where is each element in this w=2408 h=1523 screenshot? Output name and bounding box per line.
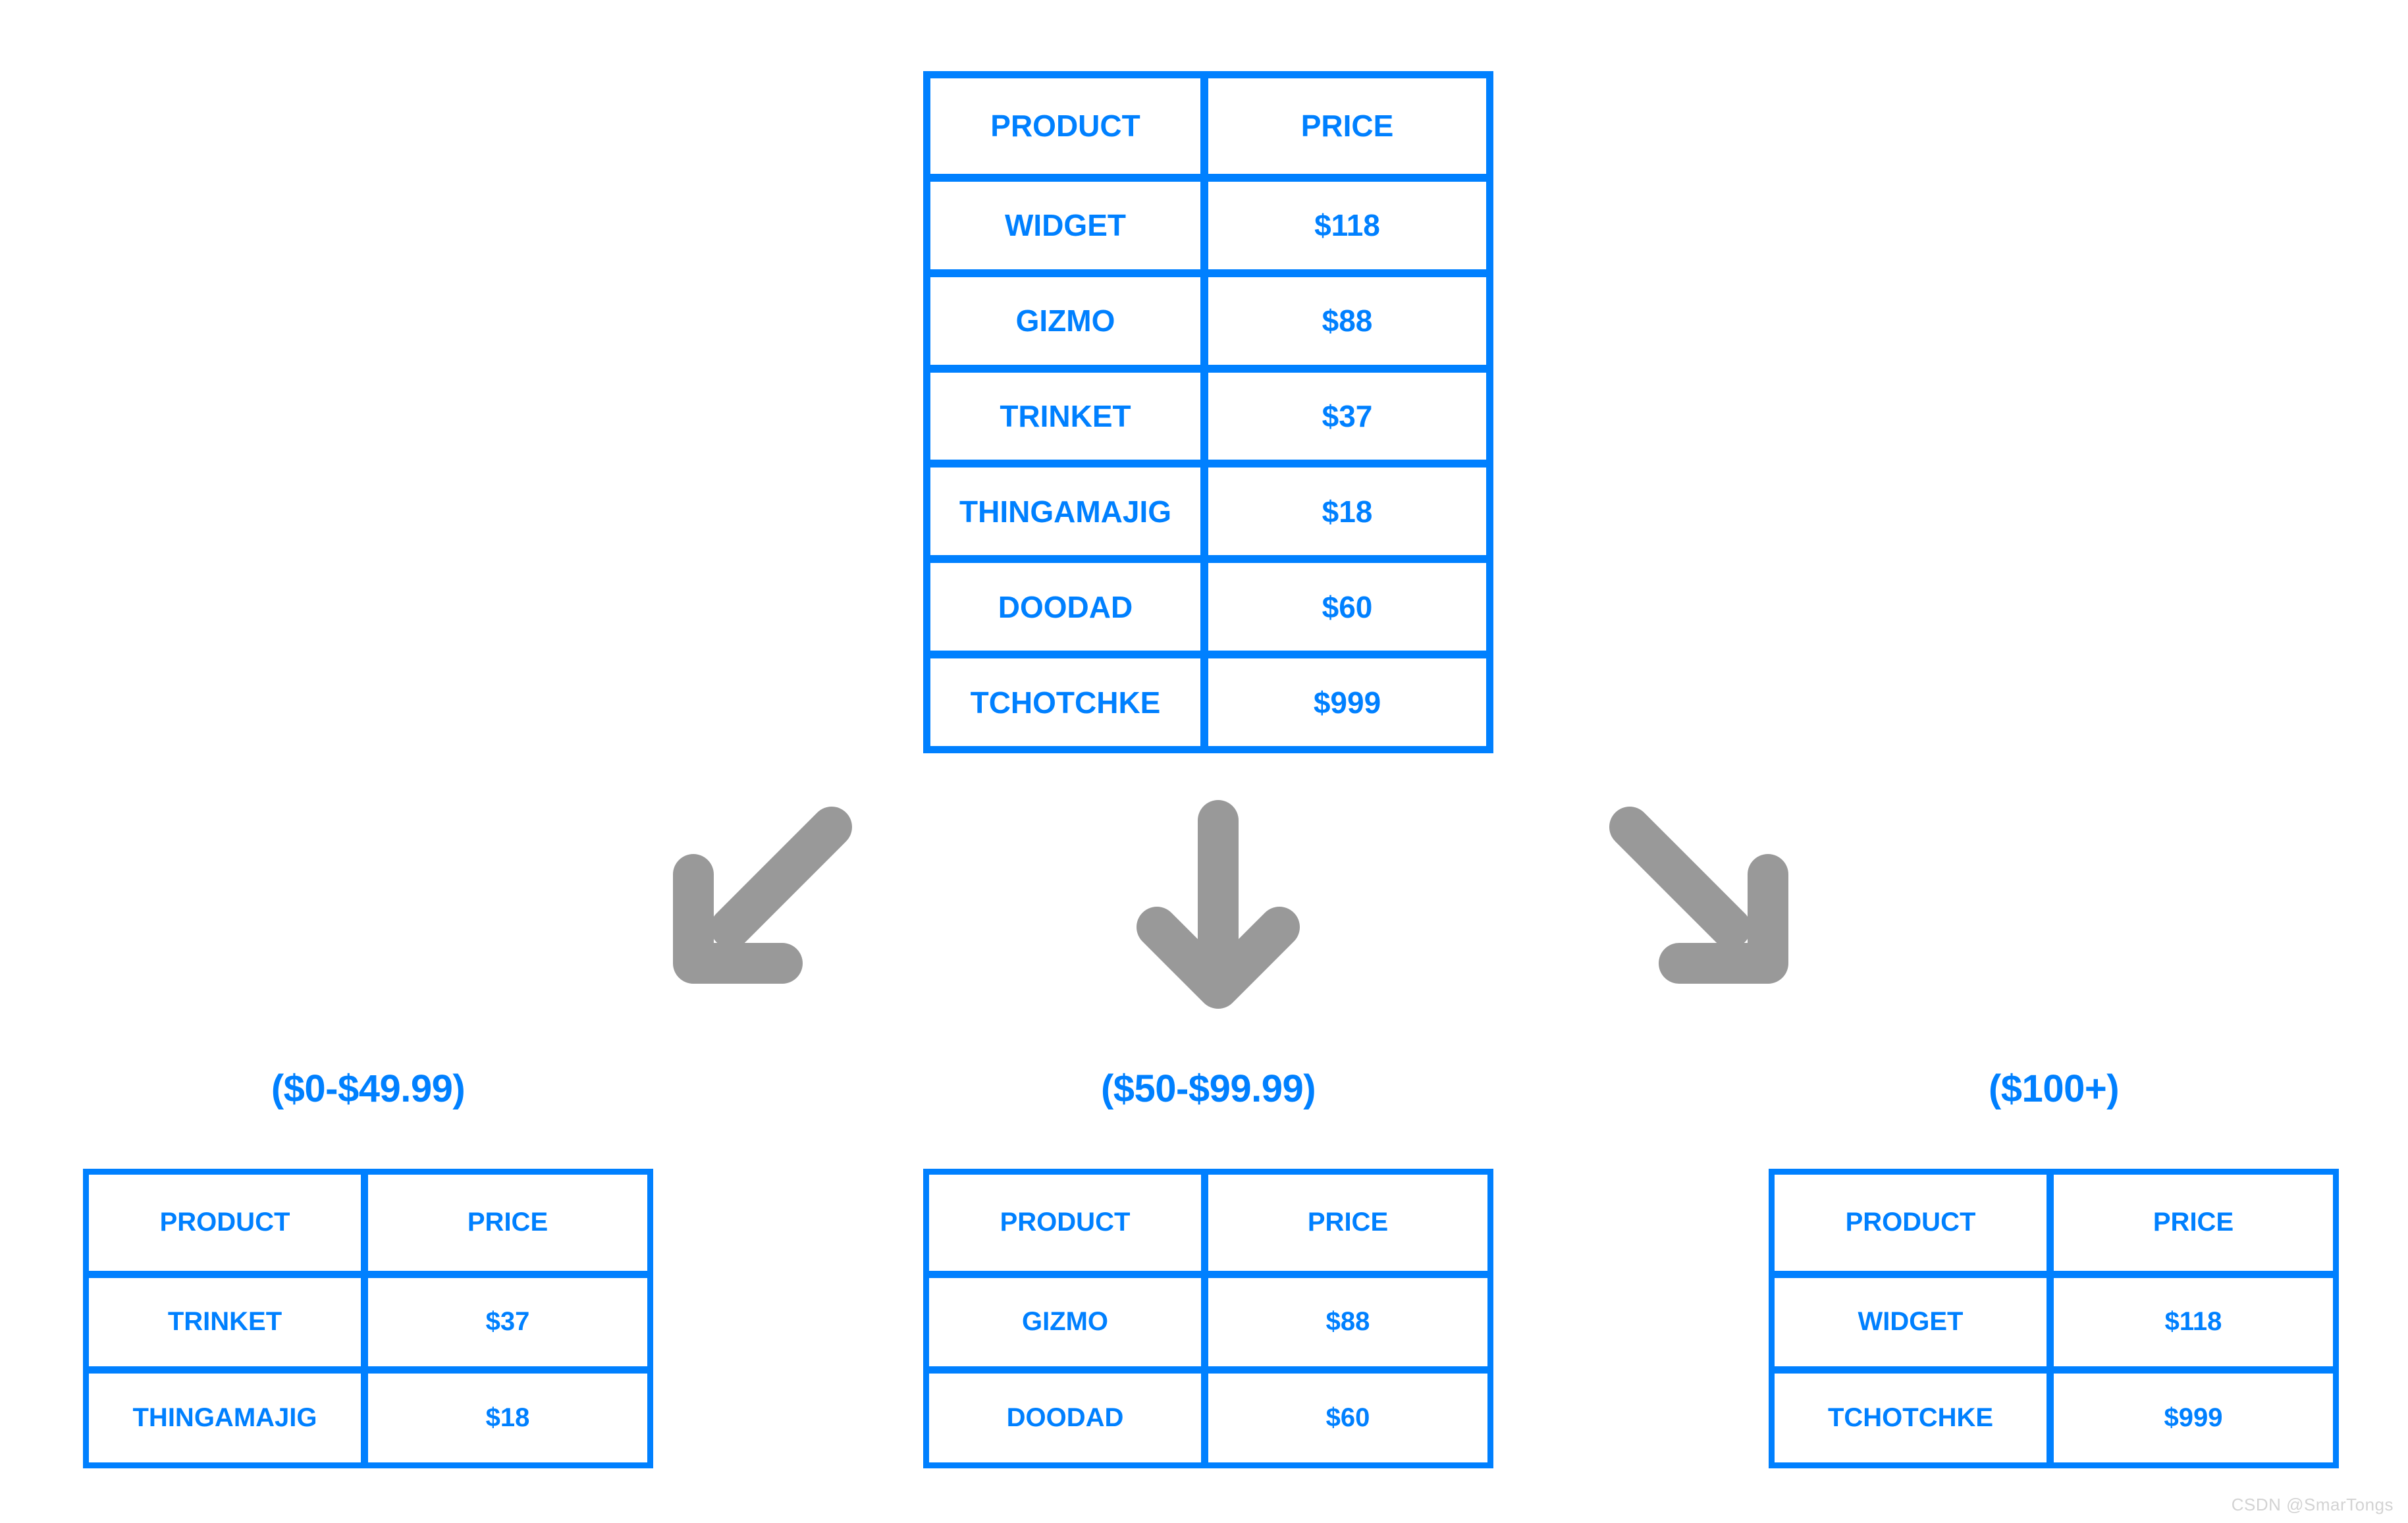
cell-price: $37 bbox=[368, 1270, 647, 1367]
bucket-table-0: PRODUCT PRICE TRINKET $37 THINGAMAJIG $1… bbox=[83, 1169, 653, 1468]
table-row: WIDGET $118 bbox=[930, 173, 1486, 269]
table-header-row: PRODUCT PRICE bbox=[89, 1175, 647, 1271]
cell-price: $999 bbox=[1208, 651, 1486, 746]
cell-price: $18 bbox=[368, 1366, 647, 1462]
cell-price: $88 bbox=[1208, 269, 1486, 365]
cell-product: TRINKET bbox=[89, 1270, 368, 1367]
table-row: DOODAD $60 bbox=[930, 555, 1486, 651]
cell-price: $118 bbox=[2054, 1270, 2333, 1367]
cell-price: $999 bbox=[2054, 1366, 2333, 1462]
table-header-row: PRODUCT PRICE bbox=[1775, 1175, 2333, 1271]
bucket-table-2: PRODUCT PRICE WIDGET $118 TCHOTCHKE $999 bbox=[1769, 1169, 2339, 1468]
cell-product: THINGAMAJIG bbox=[930, 460, 1208, 556]
bucket-label-1: ($50-$99.99) bbox=[1100, 1067, 1316, 1110]
cell-price: $60 bbox=[1208, 1366, 1487, 1462]
column-header-product: PRODUCT bbox=[1775, 1175, 2054, 1271]
bucket-table-1: PRODUCT PRICE GIZMO $88 DOODAD $60 bbox=[923, 1169, 1493, 1468]
column-header-price: PRICE bbox=[368, 1175, 647, 1271]
table-row: THINGAMAJIG $18 bbox=[930, 460, 1486, 556]
column-header-product: PRODUCT bbox=[930, 78, 1208, 174]
bucket-label-2: ($100+) bbox=[1988, 1067, 2120, 1110]
cell-product: TRINKET bbox=[930, 364, 1208, 460]
cell-price: $88 bbox=[1208, 1270, 1487, 1367]
table-row: GIZMO $88 bbox=[930, 269, 1486, 365]
cell-price: $118 bbox=[1208, 173, 1486, 269]
table-row: TRINKET $37 bbox=[89, 1270, 647, 1367]
cell-product: TCHOTCHKE bbox=[930, 651, 1208, 746]
cell-product: THINGAMAJIG bbox=[89, 1366, 368, 1462]
watermark: CSDN @SmarTongs bbox=[2231, 1495, 2394, 1514]
cell-price: $60 bbox=[1208, 555, 1486, 651]
table-row: TRINKET $37 bbox=[930, 364, 1486, 460]
table-row: GIZMO $88 bbox=[929, 1270, 1487, 1367]
column-header-price: PRICE bbox=[1208, 1175, 1487, 1271]
table-row: WIDGET $118 bbox=[1775, 1270, 2333, 1367]
cell-product: WIDGET bbox=[930, 173, 1208, 269]
arrow-down-right-icon bbox=[1609, 807, 1788, 984]
bucket-label-0: ($0-$49.99) bbox=[271, 1067, 466, 1110]
cell-product: GIZMO bbox=[930, 269, 1208, 365]
column-header-product: PRODUCT bbox=[929, 1175, 1208, 1271]
cell-price: $37 bbox=[1208, 364, 1486, 460]
cell-product: DOODAD bbox=[929, 1366, 1208, 1462]
main-product-table: PRODUCT PRICE WIDGET $118 GIZMO $88 TRIN… bbox=[923, 71, 1493, 753]
table-row: DOODAD $60 bbox=[929, 1366, 1487, 1462]
column-header-price: PRICE bbox=[1208, 78, 1486, 174]
cell-product: GIZMO bbox=[929, 1270, 1208, 1367]
table-header-row: PRODUCT PRICE bbox=[930, 78, 1486, 174]
cell-product: WIDGET bbox=[1775, 1270, 2054, 1367]
column-header-product: PRODUCT bbox=[89, 1175, 368, 1271]
cell-product: TCHOTCHKE bbox=[1775, 1366, 2054, 1462]
table-header-row: PRODUCT PRICE bbox=[929, 1175, 1487, 1271]
arrow-down-icon bbox=[1137, 800, 1300, 1009]
cell-product: DOODAD bbox=[930, 555, 1208, 651]
table-row: THINGAMAJIG $18 bbox=[89, 1366, 647, 1462]
table-row: TCHOTCHKE $999 bbox=[930, 651, 1486, 746]
table-row: TCHOTCHKE $999 bbox=[1775, 1366, 2333, 1462]
arrow-down-left-icon bbox=[673, 807, 852, 984]
cell-price: $18 bbox=[1208, 460, 1486, 556]
column-header-price: PRICE bbox=[2054, 1175, 2333, 1271]
